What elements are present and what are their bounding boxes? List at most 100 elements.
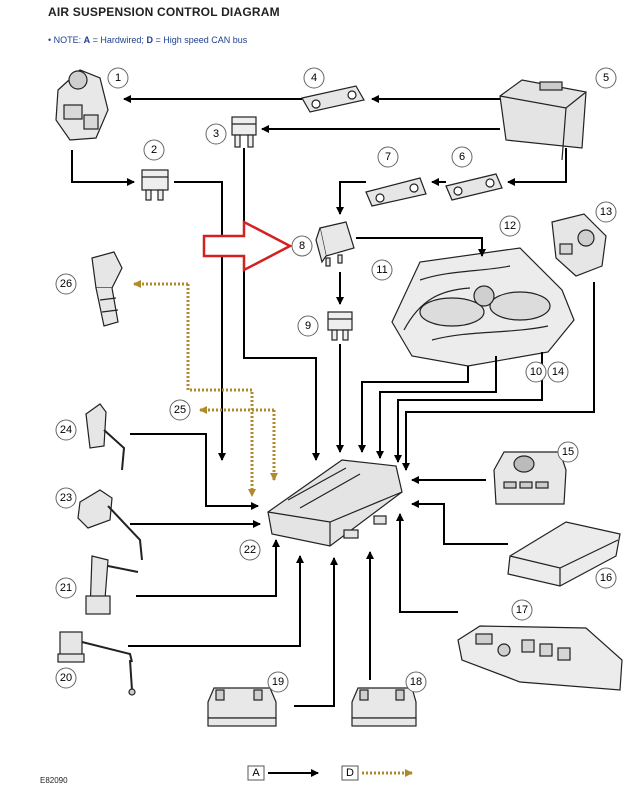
component-22-drawing [267,459,403,547]
component-20-drawing [57,631,136,696]
component-label-3: 3 [205,123,227,145]
component-label-23: 23 [55,487,77,509]
component-label-12: 12 [499,215,521,237]
label-number: 11 [376,264,387,276]
label-circle [371,259,393,281]
label-number: 22 [244,544,256,556]
label-circle [55,419,77,441]
component-10-drawing [391,247,575,367]
label-circle [525,361,547,383]
component-9-drawing [327,311,353,341]
component-label-17: 17 [511,599,533,621]
component-3-drawing [231,116,257,148]
legend-a-label: A [252,767,260,779]
component-label-19: 19 [267,671,289,693]
label-number: 21 [60,582,72,594]
component-label-26: 26 [55,273,77,295]
component-24-drawing [85,403,126,471]
label-number: 25 [174,404,186,416]
figure-reference: E82090 [40,776,68,785]
component-label-21: 21 [55,577,77,599]
label-circle [107,67,129,89]
label-circle [267,671,289,693]
component-label-25: 25 [169,399,191,421]
label-number: 19 [272,676,284,688]
component-6-drawing [445,173,503,201]
label-number: 14 [552,366,564,378]
label-number: 8 [299,240,305,252]
label-number: 17 [516,604,528,616]
label-number: 16 [600,572,612,584]
label-circle [239,539,261,561]
component-label-13: 13 [595,201,617,223]
label-circle [595,201,617,223]
component-18-drawing [351,687,417,727]
label-number: 10 [530,366,542,378]
diagram-note: • NOTE: A = Hardwired; D = High speed CA… [48,35,247,45]
label-circle [595,67,617,89]
component-5-drawing [499,79,587,161]
component-label-5: 5 [595,67,617,89]
label-number: 26 [60,278,72,290]
component-label-11: 11 [371,259,393,281]
component-19-drawing [207,687,277,727]
component-26-drawing [91,251,123,327]
legend-hardwired: A [247,765,319,781]
component-label-8: 8 [291,235,313,257]
label-circle [499,215,521,237]
component-label-9: 9 [297,315,319,337]
label-circle [55,667,77,689]
label-number: 13 [600,206,612,218]
component-label-18: 18 [405,671,427,693]
component-label-1: 1 [107,67,129,89]
label-circle [291,235,313,257]
label-circle [547,361,569,383]
component-4-drawing [301,85,365,113]
highlight-arrow [202,219,293,273]
component-7-drawing [365,177,427,207]
component-23-drawing [77,489,143,561]
label-circle [303,67,325,89]
label-number: 3 [213,128,219,140]
label-number: 12 [504,220,516,232]
label-circle [595,567,617,589]
label-circle [55,577,77,599]
component-label-15: 15 [557,441,579,463]
hardwired-connections [71,95,595,707]
label-circle [55,273,77,295]
component-label-4: 4 [303,67,325,89]
label-number: 24 [60,424,72,436]
component-label-10: 10 [525,361,547,383]
legend-can-bus: D [341,765,413,781]
component-16-drawing [507,521,621,587]
component-label-16: 16 [595,567,617,589]
legend-d-label: D [346,767,354,779]
note-prefix: • NOTE: [48,35,84,45]
can-bus-connections [133,280,278,497]
component-13-drawing [551,213,607,277]
component-label-24: 24 [55,419,77,441]
component-21-drawing [85,555,139,615]
label-number: 6 [459,151,465,163]
note-d-letter: D [146,35,153,45]
label-number: 18 [410,676,422,688]
component-label-7: 7 [377,146,399,168]
component-8-drawing [315,221,355,267]
component-label-6: 6 [451,146,473,168]
label-number: 9 [305,320,311,332]
component-label-20: 20 [55,667,77,689]
label-number: 5 [603,72,609,84]
label-circle [377,146,399,168]
note-d-text: = High speed CAN bus [152,35,248,45]
note-a-letter: A [83,35,91,45]
label-circle [511,599,533,621]
component-label-14: 14 [547,361,569,383]
label-number: 1 [115,72,121,84]
label-number: 15 [562,446,574,458]
label-circle [451,146,473,168]
label-circle [557,441,579,463]
label-circle [297,315,319,337]
label-number: 7 [385,151,391,163]
